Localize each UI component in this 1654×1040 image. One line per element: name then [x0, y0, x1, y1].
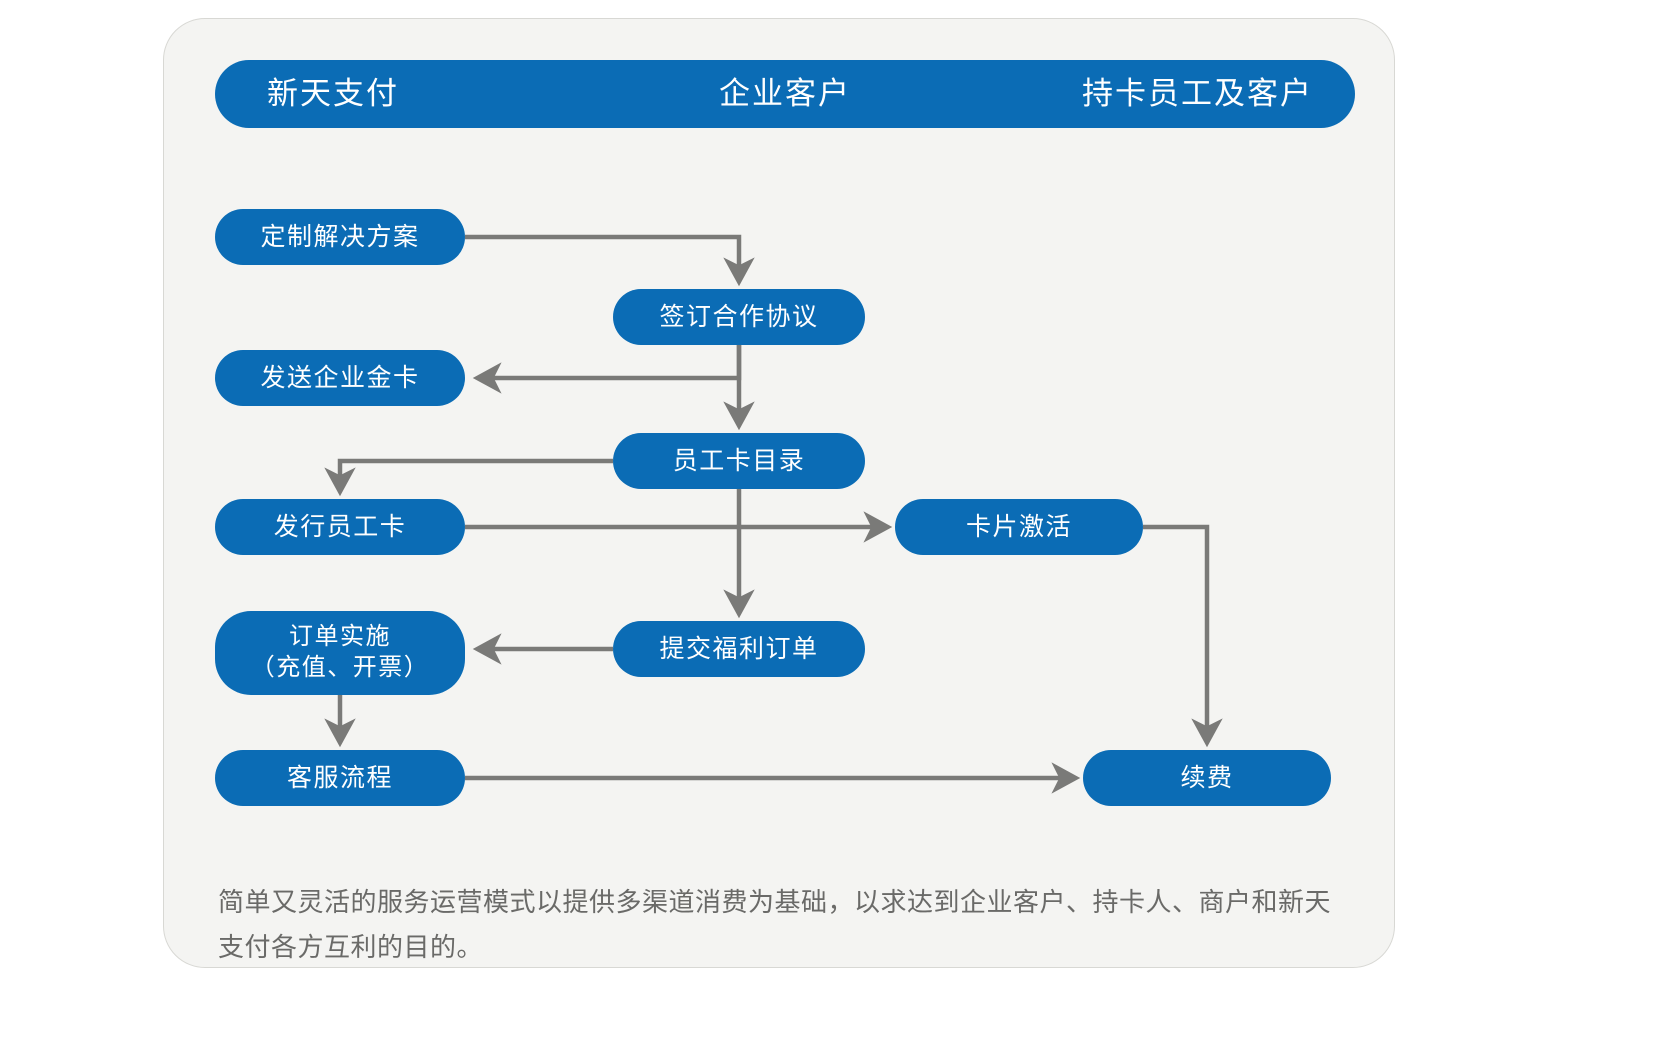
node-order-execution[interactable]: 订单实施 （充值、开票）	[215, 611, 465, 695]
node-service-process[interactable]: 客服流程	[215, 750, 465, 806]
diagram-caption: 简单又灵活的服务运营模式以提供多渠道消费为基础，以求达到企业客户、持卡人、商户和…	[218, 887, 1332, 962]
header-segment-corporate-client: 企业客户	[719, 76, 851, 111]
node-submit-order[interactable]: 提交福利订单	[613, 621, 865, 677]
node-send-gold-card[interactable]: 发送企业金卡	[215, 350, 465, 406]
node-card-activation[interactable]: 卡片激活	[895, 499, 1143, 555]
node-employee-catalog[interactable]: 员工卡目录	[613, 433, 865, 489]
node-renewal[interactable]: 续费	[1083, 750, 1331, 806]
node-issue-card[interactable]: 发行员工卡	[215, 499, 465, 555]
header-bar: 新天支付 企业客户 持卡员工及客户	[215, 60, 1355, 128]
diagram-panel	[163, 18, 1395, 968]
node-custom-solution[interactable]: 定制解决方案	[215, 209, 465, 265]
header-segment-provider: 新天支付	[267, 76, 399, 111]
header-segment-cardholder: 持卡员工及客户	[1082, 76, 1313, 111]
node-sign-agreement[interactable]: 签订合作协议	[613, 289, 865, 345]
